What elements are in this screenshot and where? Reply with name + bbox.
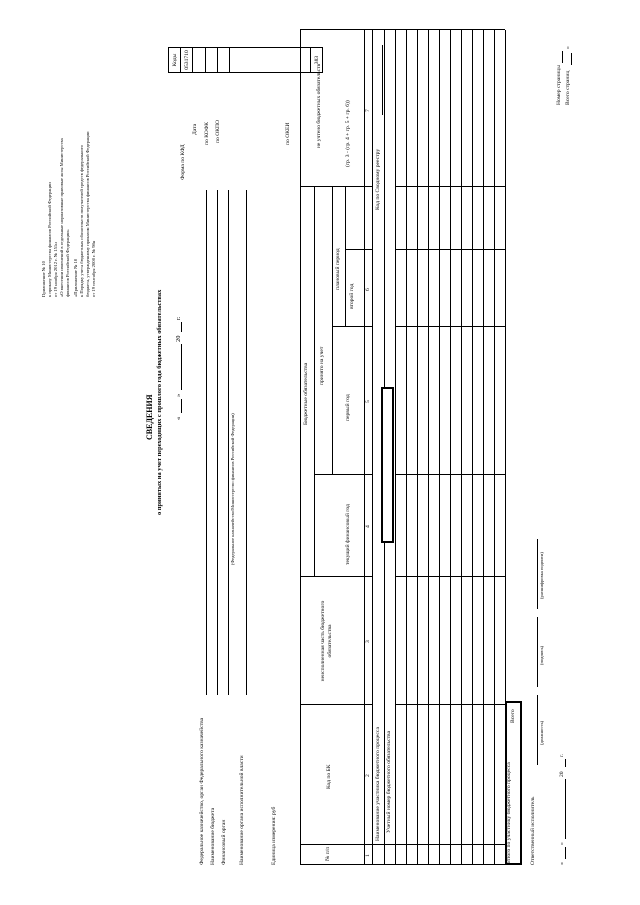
closing-quote: » <box>565 46 571 49</box>
col-num-2: 2 <box>365 774 371 777</box>
appendix-line: к приказу Министерства финансов Российск… <box>47 182 52 297</box>
group-planned-header: плановый период <box>335 248 341 290</box>
codes-header: Коды <box>168 47 181 73</box>
code-label-okei: по ОКЕИ <box>285 122 291 145</box>
title-line2: о принятых на учет переходящих с прошлог… <box>156 289 163 515</box>
group-obligations-header: Бюджетные обязательства <box>303 362 309 425</box>
col-num-5: 5 <box>365 400 371 403</box>
field-finorgan-line[interactable] <box>228 190 229 695</box>
col-bk-header: Код по БК <box>326 764 332 789</box>
title-date-year: 20 <box>175 335 182 342</box>
page-number-label: Номер страницы <box>556 65 562 105</box>
responsible-label: Ответственный исполнитель <box>530 796 536 866</box>
group-accepted-header: принято на учет <box>319 346 325 385</box>
code-label-kofk: по КОФК <box>204 121 210 145</box>
title-date-mid: » <box>175 393 182 397</box>
title-date-suffix: г. <box>175 316 182 321</box>
appendix-line: «Приложение № 10 <box>73 258 78 297</box>
title-day-line <box>181 399 182 413</box>
total-pages-line[interactable] <box>571 53 572 65</box>
footer-date-mid: » <box>559 842 565 845</box>
field-finorgan-caption: (Федеральное казначейство/Министерство ф… <box>230 413 235 565</box>
appendix-line: Приложение № 10 <box>41 261 46 297</box>
appendix-line: «О внесении изменений в отдельные нормат… <box>59 138 64 297</box>
code-date[interactable] <box>192 47 206 73</box>
decode-line[interactable] <box>537 539 538 609</box>
appendix-line: к Порядку учета бюджетных обязательств п… <box>79 145 84 297</box>
account-number-box[interactable] <box>381 387 394 543</box>
code-label-form: Форма по КФД <box>180 144 186 180</box>
registry-code-line[interactable] <box>382 45 383 115</box>
field-budget-label: Наименование бюджета <box>210 807 216 865</box>
appendix-line: от 19 сентября 2008 г. № 98н <box>91 240 96 297</box>
footer-date-suffix: г. <box>559 753 565 757</box>
decode-caption: (расшифровка подписи) <box>539 552 544 599</box>
appendix-line: финансов Российской Федерации» <box>65 229 70 297</box>
footer-date-open: « <box>559 862 565 865</box>
col-first-header: первый год <box>345 394 351 421</box>
col-num-3: 3 <box>365 640 371 643</box>
signature-caption: (подпись) <box>539 645 544 665</box>
field-budget-line[interactable] <box>217 190 218 695</box>
code-kofk[interactable] <box>205 47 218 73</box>
page-number-line[interactable] <box>562 51 563 63</box>
registry-code-label: Код по Сводному реестру <box>375 148 381 210</box>
col-num-4: 4 <box>365 525 371 528</box>
footer-month-line[interactable] <box>565 779 566 839</box>
position-caption: (должность) <box>539 720 544 745</box>
title-year-line <box>181 322 182 332</box>
total-box <box>505 701 522 865</box>
participant-name-label: Наименование участника бюджетного процес… <box>375 727 381 841</box>
code-blank[interactable] <box>229 47 311 73</box>
title-line1: СВЕДЕНИЯ <box>145 394 154 440</box>
col-unfulfilled-header: неисполненная часть бюджетного обязатель… <box>320 600 333 682</box>
col-no-header: № п/п <box>325 846 331 861</box>
code-form: 0531710 <box>180 47 193 73</box>
appendix-line: от 19 ноября 2012 г. № 151н <box>53 242 58 297</box>
footer-year-line[interactable] <box>565 759 566 767</box>
col-not-accounted-header: не учтено бюджетных обязательств <box>316 63 322 149</box>
code-label-date: Дата <box>192 123 198 135</box>
title-date-open: « <box>175 416 182 420</box>
field-treasury-line[interactable] <box>206 190 207 695</box>
field-authority-label: Наименование органа исполнительной власт… <box>239 755 245 865</box>
title-month-line <box>181 344 182 390</box>
field-treasury-label: Федеральное казначейство, орган Федераль… <box>199 717 205 865</box>
position-line[interactable] <box>537 695 538 765</box>
total-pages-label: Всего страниц <box>565 70 571 105</box>
footer-day-line[interactable] <box>565 847 566 859</box>
footer-date-year: 20 <box>559 771 565 777</box>
signature-line[interactable] <box>537 617 538 687</box>
code-okpo[interactable] <box>217 47 230 73</box>
field-authority-line[interactable] <box>246 190 247 695</box>
col-not-accounted-formula: (гр. 3 - (гр. 4 + гр. 5 + гр. 6)) <box>345 100 351 167</box>
col-num-6: 6 <box>365 288 371 291</box>
account-number-label: Учетный номер бюджетного обязательства <box>386 730 392 833</box>
unit-label: Единица измерения: руб <box>271 806 277 865</box>
field-finorgan-label: Финансовый орган <box>221 819 227 865</box>
appendix-line: бюджета, утвержденному приказом Министер… <box>85 131 90 297</box>
col-num-1: 1 <box>365 854 371 857</box>
col-num-7: 7 <box>365 109 371 112</box>
code-label-okpo: по ОКПО <box>215 119 221 143</box>
col-current-header: текущий финансовый год <box>345 504 351 565</box>
col-second-header: второй год <box>349 283 355 309</box>
